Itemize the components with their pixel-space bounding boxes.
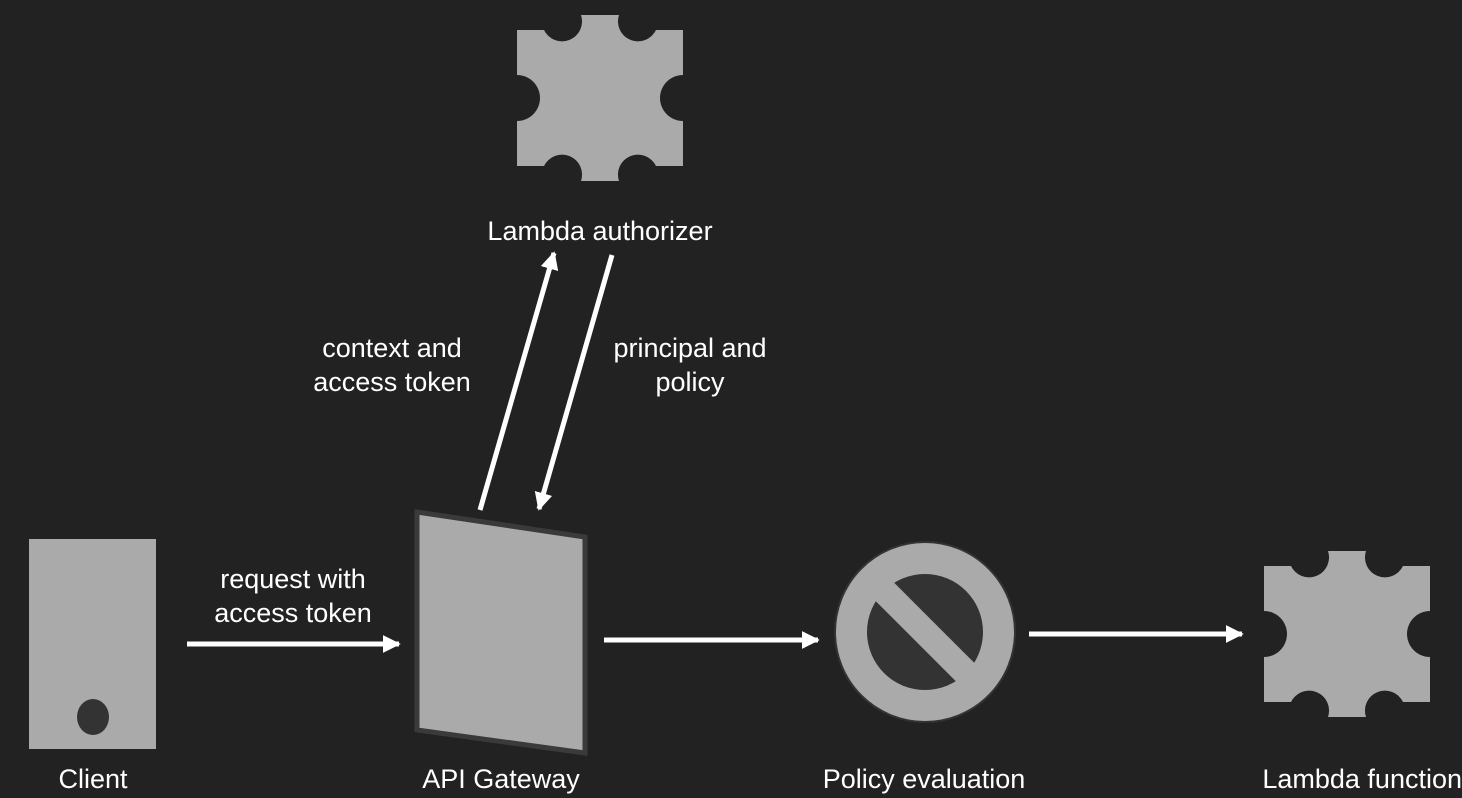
gear-icon [1264, 551, 1430, 717]
edge-label-line: principal and [613, 333, 767, 363]
edge-label-line: access token [313, 367, 471, 397]
gear-icon [517, 15, 683, 181]
edge-label-principal: principal and policy [580, 331, 800, 399]
arrow-gateway-to-authorizer [477, 251, 559, 511]
node-label-lambda-authorizer: Lambda authorizer [487, 216, 713, 246]
arrow-authorizer-to-gateway [534, 254, 615, 511]
node-label-api-gateway: API Gateway [422, 764, 580, 794]
prohibited-icon [834, 541, 1016, 723]
mobile-device-icon [29, 539, 156, 749]
edge-label-line: request with [220, 564, 366, 594]
edge-label-line: context and [322, 333, 462, 363]
edge-label-request: request with access token [183, 562, 403, 630]
node-label-policy-evaluation: Policy evaluation [822, 764, 1026, 794]
edge-label-line: access token [214, 598, 372, 628]
edge-label-line: policy [655, 367, 725, 397]
gateway-panel-icon [414, 509, 588, 756]
node-label-lambda-function: Lambda function [1262, 764, 1462, 794]
node-label-client: Client [58, 764, 128, 794]
edge-label-context: context and access token [282, 331, 502, 399]
